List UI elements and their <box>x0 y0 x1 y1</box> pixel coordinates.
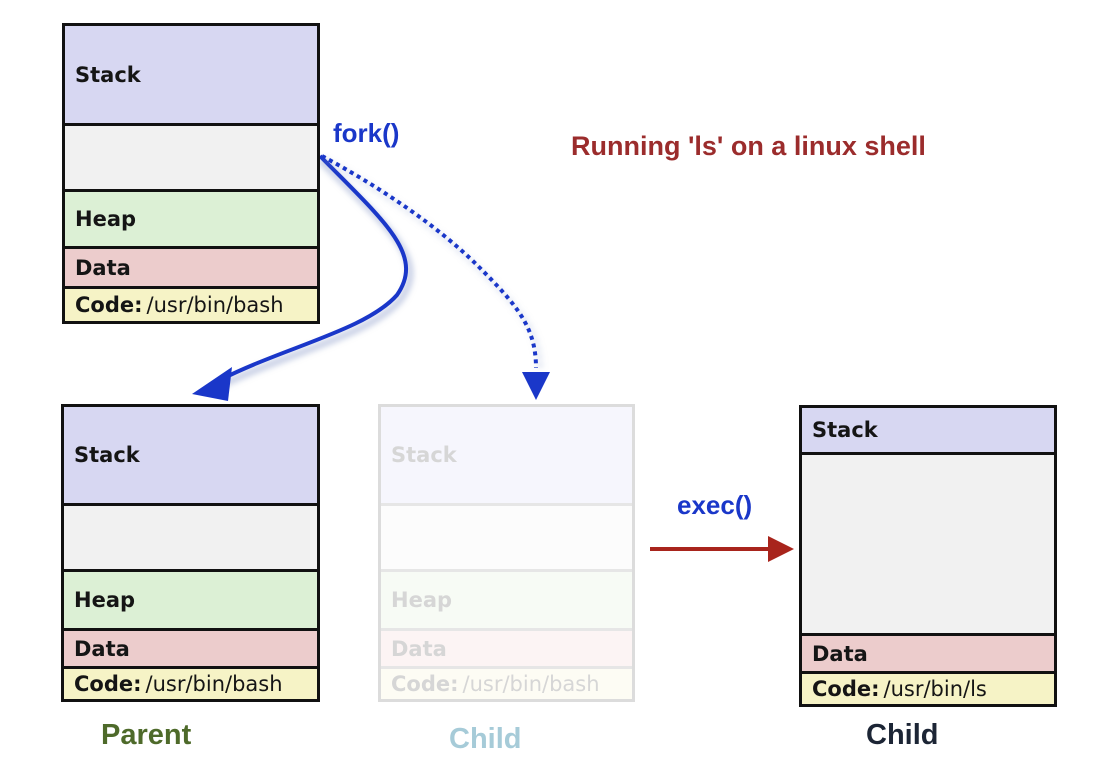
forked-child-free-segment <box>381 503 632 569</box>
fork-to-child-arrowhead <box>522 372 550 400</box>
fork-to-child-arrow-shadow <box>323 157 543 371</box>
original-data-label: Data <box>75 255 131 280</box>
forked-child-data-label: Data <box>391 636 447 661</box>
exec-child-free-segment <box>802 452 1054 633</box>
fork-to-parent-arrowhead <box>192 367 232 401</box>
exec-child-stack-label: Stack <box>812 418 878 442</box>
forked-child-process-memory: Stack Heap Data Code: /usr/bin/bash <box>378 404 635 702</box>
parent-data-segment: Data <box>64 628 317 666</box>
original-code-path: /usr/bin/bash <box>146 293 284 317</box>
exec-child-code-label: Code: <box>812 677 880 701</box>
parent-stack-segment: Stack <box>64 407 317 503</box>
parent-code-path: /usr/bin/bash <box>145 672 283 696</box>
original-stack-label: Stack <box>75 62 141 87</box>
forked-child-stack-label: Stack <box>391 443 457 467</box>
original-code-segment: Code: /usr/bin/bash <box>65 286 317 321</box>
diagram-title: Running 'ls' on a linux shell <box>571 131 926 161</box>
parent-free-segment <box>64 503 317 569</box>
exec-child-data-segment: Data <box>802 633 1054 671</box>
original-data-segment: Data <box>65 246 317 286</box>
exec-child-data-label: Data <box>812 641 868 666</box>
forked-child-code-label: Code: <box>391 672 459 696</box>
parent-process-memory: Stack Heap Data Code: /usr/bin/bash <box>61 404 320 702</box>
parent-code-segment: Code: /usr/bin/bash <box>64 666 317 699</box>
exec-child-caption: Child <box>866 719 939 751</box>
forked-child-stack-segment: Stack <box>381 407 632 503</box>
exec-label: exec() <box>677 490 753 520</box>
original-free-segment <box>65 123 317 189</box>
fork-label: fork() <box>333 118 400 148</box>
forked-child-heap-segment: Heap <box>381 569 632 628</box>
original-stack-segment: Stack <box>65 26 317 123</box>
forked-child-code-segment: Code: /usr/bin/bash <box>381 666 632 699</box>
parent-code-label: Code: <box>74 672 142 696</box>
forked-child-code-path: /usr/bin/bash <box>462 672 600 696</box>
parent-heap-label: Heap <box>74 588 136 612</box>
forked-child-heap-label: Heap <box>391 588 453 612</box>
exec-child-code-segment: Code: /usr/bin/ls <box>802 671 1054 704</box>
original-code-label: Code: <box>75 293 143 317</box>
parent-heap-segment: Heap <box>64 569 317 628</box>
parent-caption: Parent <box>101 719 192 751</box>
original-heap-label: Heap <box>75 207 137 231</box>
exec-child-stack-segment: Stack <box>802 408 1054 452</box>
original-process-memory: Stack Heap Data Code: /usr/bin/bash <box>62 23 320 324</box>
forked-child-data-segment: Data <box>381 628 632 666</box>
parent-stack-label: Stack <box>74 443 140 467</box>
parent-data-label: Data <box>74 636 130 661</box>
forked-child-caption: Child <box>449 723 522 755</box>
fork-to-parent-arrow <box>219 154 409 382</box>
exec-child-code-path: /usr/bin/ls <box>883 677 987 701</box>
exec-arrowhead <box>768 536 794 562</box>
original-heap-segment: Heap <box>65 189 317 246</box>
exec-child-process-memory: Stack Data Code: /usr/bin/ls <box>799 405 1057 707</box>
